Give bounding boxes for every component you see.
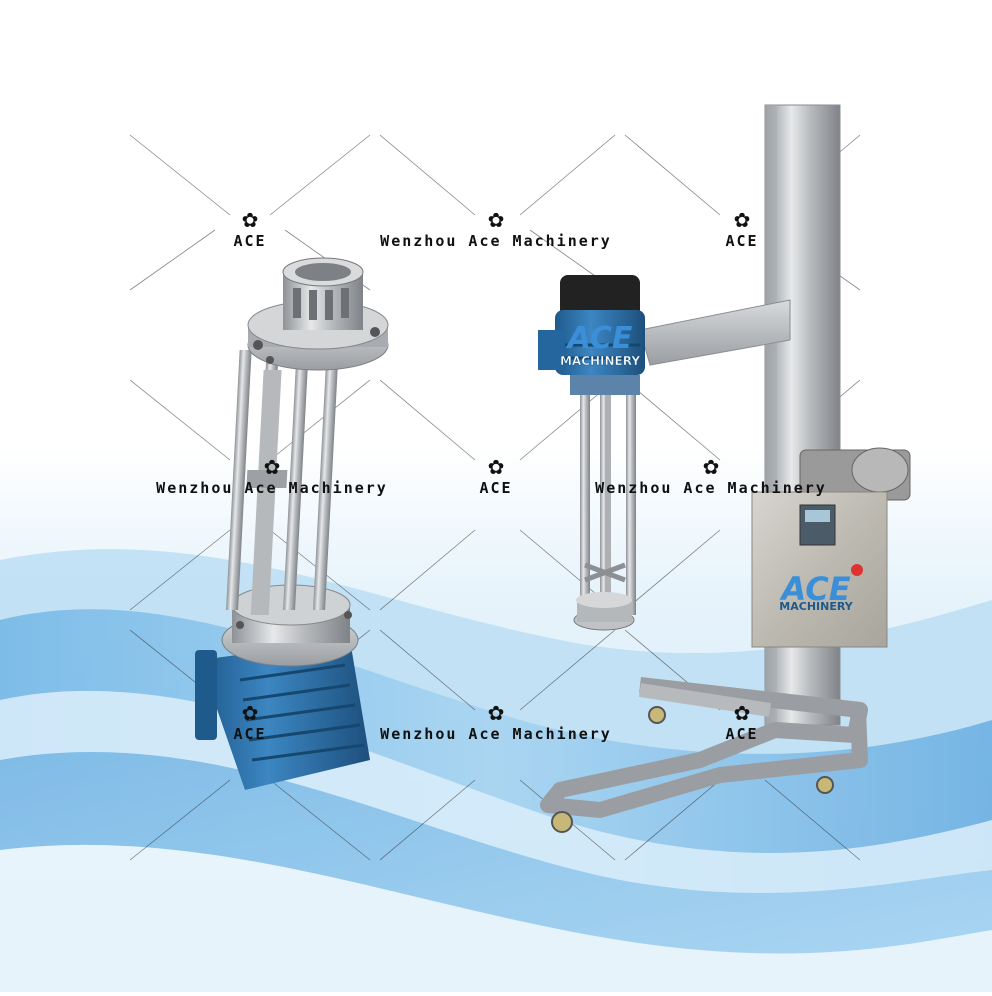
watermark-ace: ✿ ACE — [725, 701, 759, 743]
watermark-company: ✿ Wenzhou Ace Machinery — [156, 455, 388, 497]
svg-text:ACE: ACE — [778, 570, 850, 608]
cabinet-logo: ACE MACHINERY — [778, 570, 853, 613]
lifting-mixer-stand — [538, 104, 911, 833]
watermark-company: ✿ Wenzhou Ace Machinery — [595, 455, 827, 497]
watermark-ace: ✿ ACE — [479, 455, 513, 497]
svg-text:MACHINERY: MACHINERY — [560, 354, 640, 368]
watermark-ace: ✿ ACE — [233, 701, 267, 743]
flower-icon: ✿ — [733, 701, 751, 725]
watermark-ace: ✿ ACE — [725, 208, 759, 250]
watermark-company: ✿ Wenzhou Ace Machinery — [380, 701, 612, 743]
flower-icon: ✿ — [263, 455, 281, 479]
flower-icon: ✿ — [241, 208, 259, 232]
flower-icon: ✿ — [702, 455, 720, 479]
homogenizer-head — [195, 257, 389, 790]
flower-icon: ✿ — [241, 701, 259, 725]
flower-icon: ✿ — [487, 455, 505, 479]
flower-icon: ✿ — [487, 701, 505, 725]
flower-icon: ✿ — [487, 208, 505, 232]
watermark-ace: ✿ ACE — [233, 208, 267, 250]
svg-text:ACE: ACE — [566, 321, 633, 356]
watermark-company: ✿ Wenzhou Ace Machinery — [380, 208, 612, 250]
flower-icon: ✿ — [733, 208, 751, 232]
svg-text:MACHINERY: MACHINERY — [779, 600, 853, 613]
motor-logo: ACE MACHINERY — [560, 321, 641, 368]
